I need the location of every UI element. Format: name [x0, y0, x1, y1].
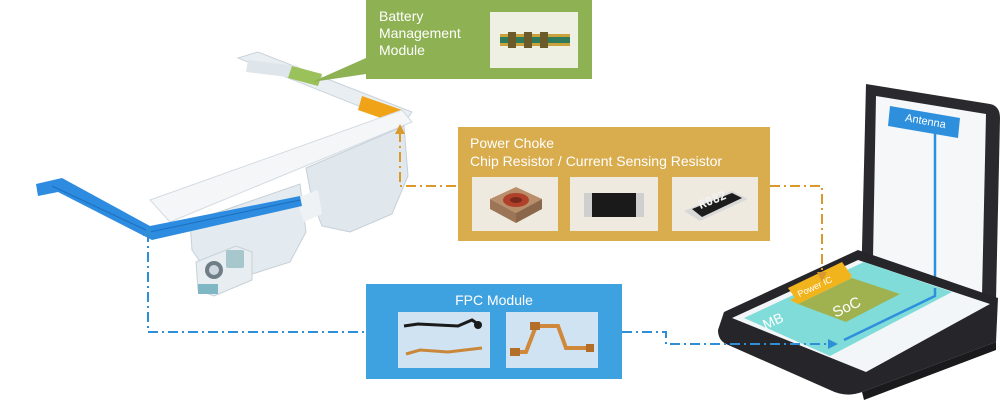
- battery-title-line3: Module: [379, 42, 425, 58]
- antenna-tag: [888, 106, 960, 138]
- power-title-line1: Power Choke: [470, 135, 555, 151]
- fpc-module-box: FPC Module: [366, 284, 622, 379]
- battery-callout-pointer: [312, 58, 366, 82]
- orange-line-left: [399, 132, 458, 187]
- battery-title-line2: Management: [379, 25, 461, 41]
- soc-chip: [798, 278, 900, 322]
- camera-module: [226, 250, 244, 268]
- orange-line-right: [770, 185, 823, 274]
- fpc-cable-photo-1: [398, 312, 490, 368]
- power-choke-photo: [472, 177, 558, 231]
- battery-management-box: Battery Management Module: [366, 0, 592, 79]
- power-components-box: Power Choke Chip Resistor / Current Sens…: [458, 127, 770, 241]
- blue-line-right: [622, 331, 830, 345]
- chip-resistor-photo: [570, 177, 658, 231]
- power-title-line2: Chip Resistor / Current Sensing Resistor: [470, 153, 723, 169]
- battery-title-line1: Battery: [379, 8, 424, 24]
- current-sensing-resistor-photo: R082: [672, 177, 758, 231]
- blue-line-left: [147, 232, 366, 333]
- battery-module-photo: [490, 12, 578, 68]
- fpc-title: FPC Module: [455, 292, 533, 308]
- fpc-cable-photo-2: [506, 312, 598, 368]
- battery-marker: [288, 66, 322, 86]
